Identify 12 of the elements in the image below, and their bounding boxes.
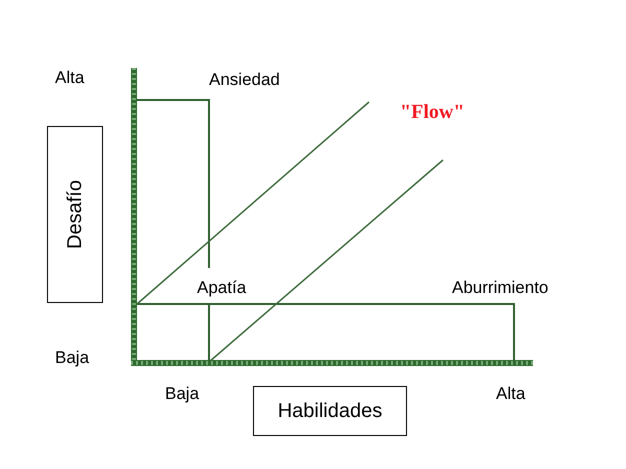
axis-title-box xyxy=(253,386,407,436)
axis-title-box xyxy=(47,126,103,303)
level-label: Alta xyxy=(55,68,84,88)
level-label: Baja xyxy=(55,348,90,368)
region-label: Aburrimiento xyxy=(452,278,548,298)
region-label: Apatía xyxy=(197,278,246,298)
level-label: Baja xyxy=(165,384,200,404)
axis-title: Habilidades xyxy=(278,399,382,423)
axis-title: Desafío xyxy=(63,180,87,249)
region-label: "Flow" xyxy=(400,102,464,122)
level-label: Alta xyxy=(496,384,526,404)
region-label: Ansiedad xyxy=(209,70,280,90)
